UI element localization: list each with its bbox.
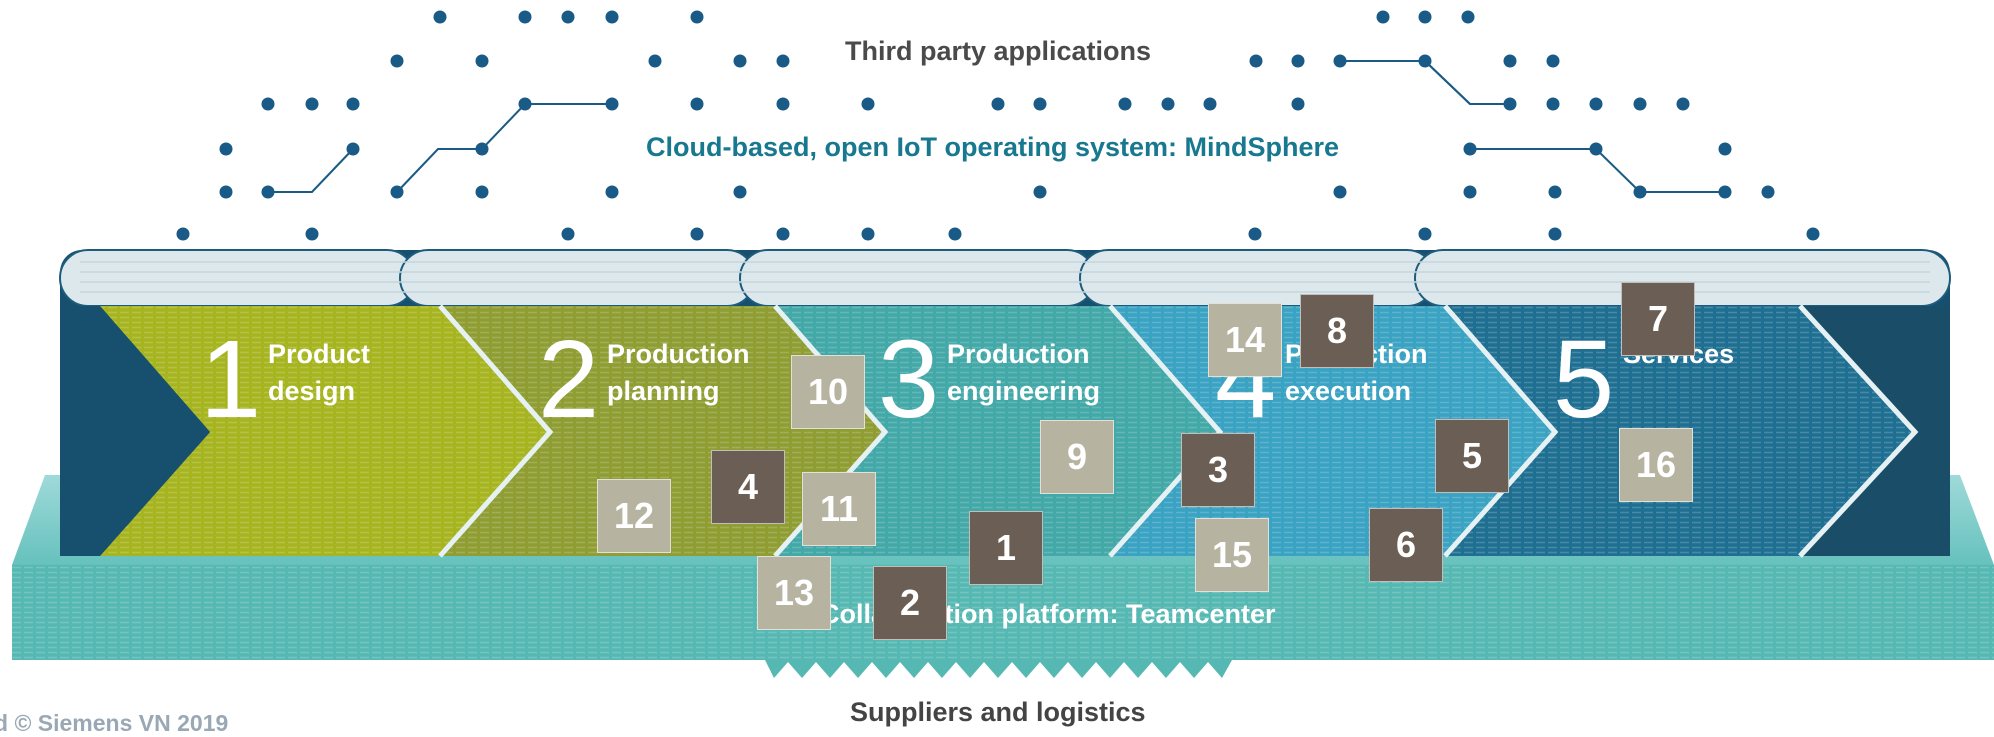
phase-5-number: 5: [1553, 318, 1615, 441]
phase-1-number: 1: [200, 318, 262, 441]
network-dot: [1503, 54, 1517, 68]
network-dot: [176, 227, 190, 241]
network-dot: [648, 54, 662, 68]
mindsphere-label: Cloud-based, open IoT operating system: …: [646, 132, 1340, 162]
network-dot: [1249, 54, 1263, 68]
marker-15[interactable]: 15: [1195, 518, 1269, 592]
network-dot: [475, 185, 489, 199]
network-dot: [991, 97, 1005, 111]
network-dot: [1033, 97, 1047, 111]
network-dot: [1418, 10, 1432, 24]
network-dot: [690, 10, 704, 24]
network-dot: [390, 185, 404, 199]
network-dot: [1118, 97, 1132, 111]
network-dot: [1806, 227, 1820, 241]
network-dot: [861, 97, 875, 111]
marker-3[interactable]: 3: [1181, 433, 1255, 507]
network-dot: [1633, 97, 1647, 111]
network-dot: [1291, 97, 1305, 111]
phase-2-label: Production planning: [607, 339, 750, 406]
network-dot: [776, 97, 790, 111]
network-dot: [219, 185, 233, 199]
network-dot: [690, 227, 704, 241]
network-dot: [605, 10, 619, 24]
network-dot: [1761, 185, 1775, 199]
network-dot: [390, 54, 404, 68]
network-dot: [475, 142, 489, 156]
network-dot: [733, 185, 747, 199]
network-dot: [1546, 97, 1560, 111]
marker-12[interactable]: 12: [597, 479, 671, 553]
marker-13[interactable]: 13: [757, 556, 831, 630]
marker-6[interactable]: 6: [1369, 508, 1443, 582]
supplier-zigzag: [765, 660, 1232, 678]
marker-10[interactable]: 10: [791, 355, 865, 429]
marker-4[interactable]: 4: [711, 450, 785, 524]
marker-1[interactable]: 1: [969, 511, 1043, 585]
network-lines: [268, 60, 1725, 193]
network-dot: [1503, 97, 1517, 111]
marker-2[interactable]: 2: [873, 566, 947, 640]
third-party-applications-label: Third party applications: [845, 36, 1152, 66]
network-dot: [1463, 142, 1477, 156]
network-dot: [605, 97, 619, 111]
network-dot: [605, 185, 619, 199]
network-dot: [733, 54, 747, 68]
network-dots: [176, 10, 1820, 241]
marker-16[interactable]: 16: [1619, 428, 1693, 502]
network-dot: [1248, 227, 1262, 241]
marker-5[interactable]: 5: [1435, 419, 1509, 493]
network-dot: [261, 185, 275, 199]
network-dot: [475, 54, 489, 68]
network-dot: [1333, 54, 1347, 68]
marker-7[interactable]: 7: [1621, 282, 1695, 356]
network-dot: [305, 227, 319, 241]
network-dot: [1461, 10, 1475, 24]
phase-3-label: Production engineering: [947, 339, 1101, 406]
network-dot: [1718, 142, 1732, 156]
network-dot: [1589, 142, 1603, 156]
network-dot: [1161, 97, 1175, 111]
network-dot: [346, 97, 360, 111]
network-dot: [1033, 185, 1047, 199]
network-dot: [1548, 185, 1562, 199]
network-dot: [561, 227, 575, 241]
network-dot: [1376, 10, 1390, 24]
network-dot: [1291, 54, 1305, 68]
network-dot: [1718, 185, 1732, 199]
network-dot: [219, 142, 233, 156]
network-dot: [518, 97, 532, 111]
copyright-text: d © Siemens VN 2019: [0, 710, 229, 736]
network-dot: [1418, 227, 1432, 241]
phase-2-number: 2: [538, 318, 600, 441]
suppliers-logistics-label: Suppliers and logistics: [850, 697, 1146, 727]
network-dot: [1589, 97, 1603, 111]
network-dot: [561, 10, 575, 24]
network-dot: [1548, 227, 1562, 241]
network-dot: [1418, 54, 1432, 68]
network-dot: [690, 97, 704, 111]
network-dot: [1463, 185, 1477, 199]
marker-11[interactable]: 11: [802, 472, 876, 546]
network-dot: [1546, 54, 1560, 68]
network-dot: [433, 10, 447, 24]
network-dot: [1633, 185, 1647, 199]
network-dot: [776, 54, 790, 68]
network-dot: [1333, 185, 1347, 199]
marker-14[interactable]: 14: [1208, 303, 1282, 377]
network-dot: [346, 142, 360, 156]
network-dot: [1203, 97, 1217, 111]
marker-8[interactable]: 8: [1300, 294, 1374, 368]
network-dot: [518, 10, 532, 24]
network-dot: [261, 97, 275, 111]
network-dot: [776, 227, 790, 241]
network-dot: [305, 97, 319, 111]
network-dot: [948, 227, 962, 241]
network-dot: [861, 227, 875, 241]
marker-9[interactable]: 9: [1040, 420, 1114, 494]
network-dot: [1676, 97, 1690, 111]
phase-1-label: Product design: [268, 339, 371, 406]
phase-3-number: 3: [878, 318, 940, 441]
